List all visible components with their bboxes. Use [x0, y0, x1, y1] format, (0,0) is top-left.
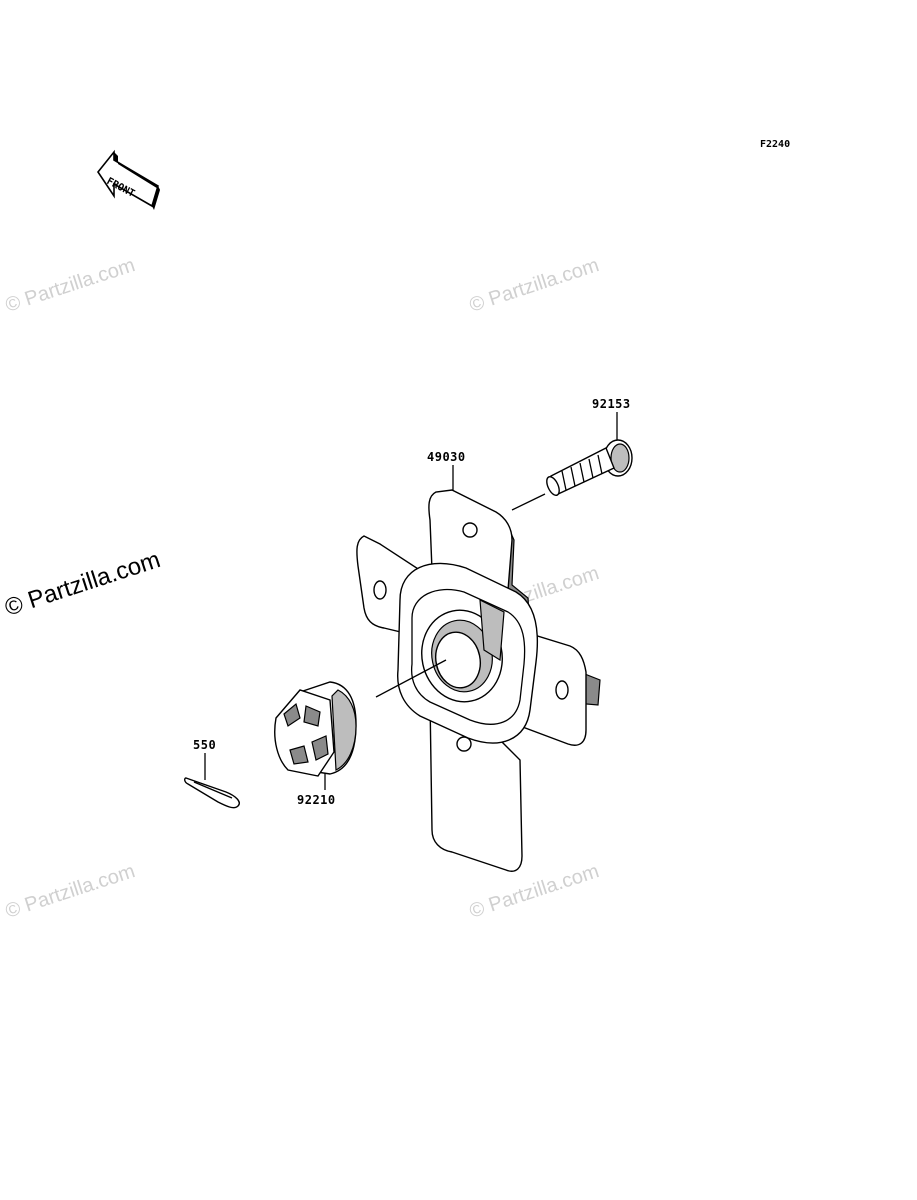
part-number-label: 49030: [427, 450, 466, 464]
watermark: © Partzilla.com: [467, 860, 602, 923]
diagram-code: F2240: [760, 139, 790, 150]
part-number-label: 92153: [592, 397, 631, 411]
stud-bolt: [511, 412, 633, 511]
watermark: © Partzilla.com: [467, 254, 602, 317]
watermark: © Partzilla.com: [2, 546, 164, 622]
hub-assembly: [356, 465, 601, 872]
part-number-label: 92210: [297, 793, 336, 807]
front-arrow-icon: FRONT: [97, 149, 160, 210]
watermark: © Partzilla.com: [3, 860, 138, 923]
castle-nut: [274, 681, 357, 790]
part-number-label: 550: [193, 738, 216, 752]
watermark: © Partzilla.com: [3, 254, 138, 317]
cotter-pin: [184, 753, 240, 809]
